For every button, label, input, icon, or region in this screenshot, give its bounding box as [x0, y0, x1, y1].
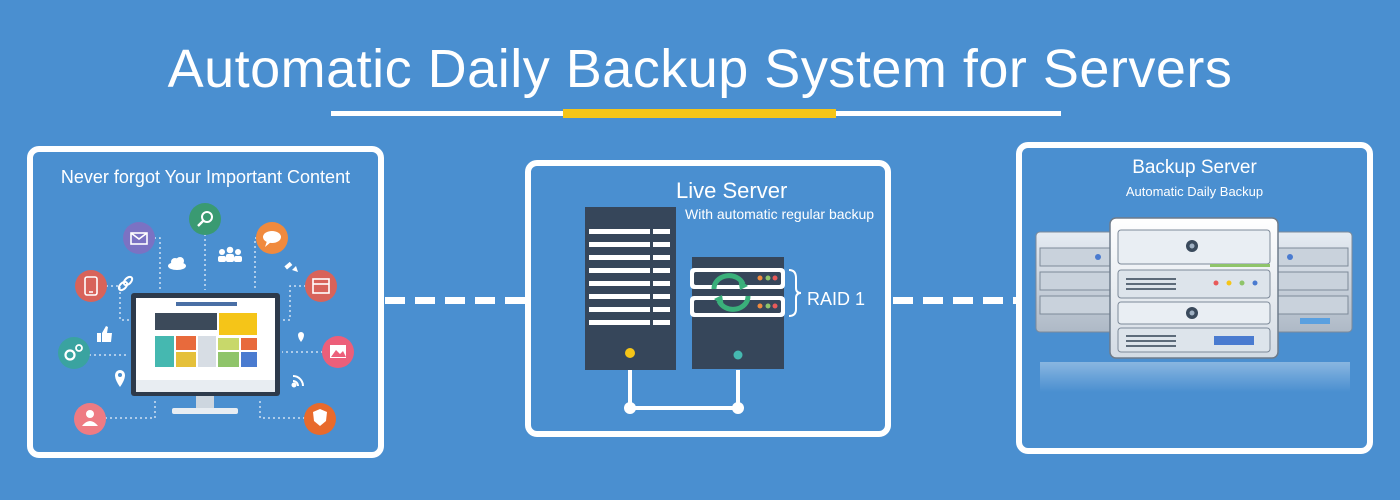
calendar-icon [305, 270, 337, 302]
raid-brace [788, 269, 802, 317]
connector-left [385, 297, 525, 304]
like-icon [97, 326, 112, 342]
server-link [628, 370, 740, 410]
search-icon [189, 203, 221, 235]
user-icon [74, 403, 106, 435]
backup-server-subheading: Automatic Daily Backup [1125, 184, 1264, 199]
server-tower-icon [585, 207, 676, 370]
backup-server-panel: Backup Server Automatic Daily Backup [1016, 142, 1373, 454]
live-server-panel: Live Server With automatic regular backu… [525, 160, 891, 437]
monitor-icon [131, 293, 280, 414]
rack-server-icon-right [1271, 231, 1353, 333]
group-icon [218, 246, 242, 262]
settings-icon [58, 337, 90, 369]
title-underline-accent [563, 109, 836, 118]
rack-server-icon-left [1035, 231, 1117, 333]
chat-icon [256, 222, 288, 254]
cloud-icon [168, 257, 186, 270]
content-panel-heading: Never forgot Your Important Content [60, 167, 351, 187]
location-icon-small [298, 332, 304, 342]
page-title: Automatic Daily Backup System for Server… [167, 39, 1233, 99]
shield-icon [304, 403, 336, 435]
live-server-subheading: With automatic regular backup [685, 206, 875, 222]
connector-right [893, 297, 1016, 304]
rack-server-icon-main [1109, 217, 1279, 359]
phone-icon [75, 270, 107, 302]
live-server-heading: Live Server [676, 178, 788, 203]
image-icon [322, 336, 354, 368]
raid-label: RAID 1 [807, 289, 866, 309]
satellite-icon [284, 261, 298, 272]
mail-icon [123, 222, 155, 254]
location-icon [115, 370, 125, 387]
link-icon [117, 275, 134, 292]
backup-server-heading: Backup Server [1132, 157, 1257, 178]
rss-icon [291, 375, 304, 388]
content-panel: Never forgot Your Important Content [27, 146, 384, 458]
